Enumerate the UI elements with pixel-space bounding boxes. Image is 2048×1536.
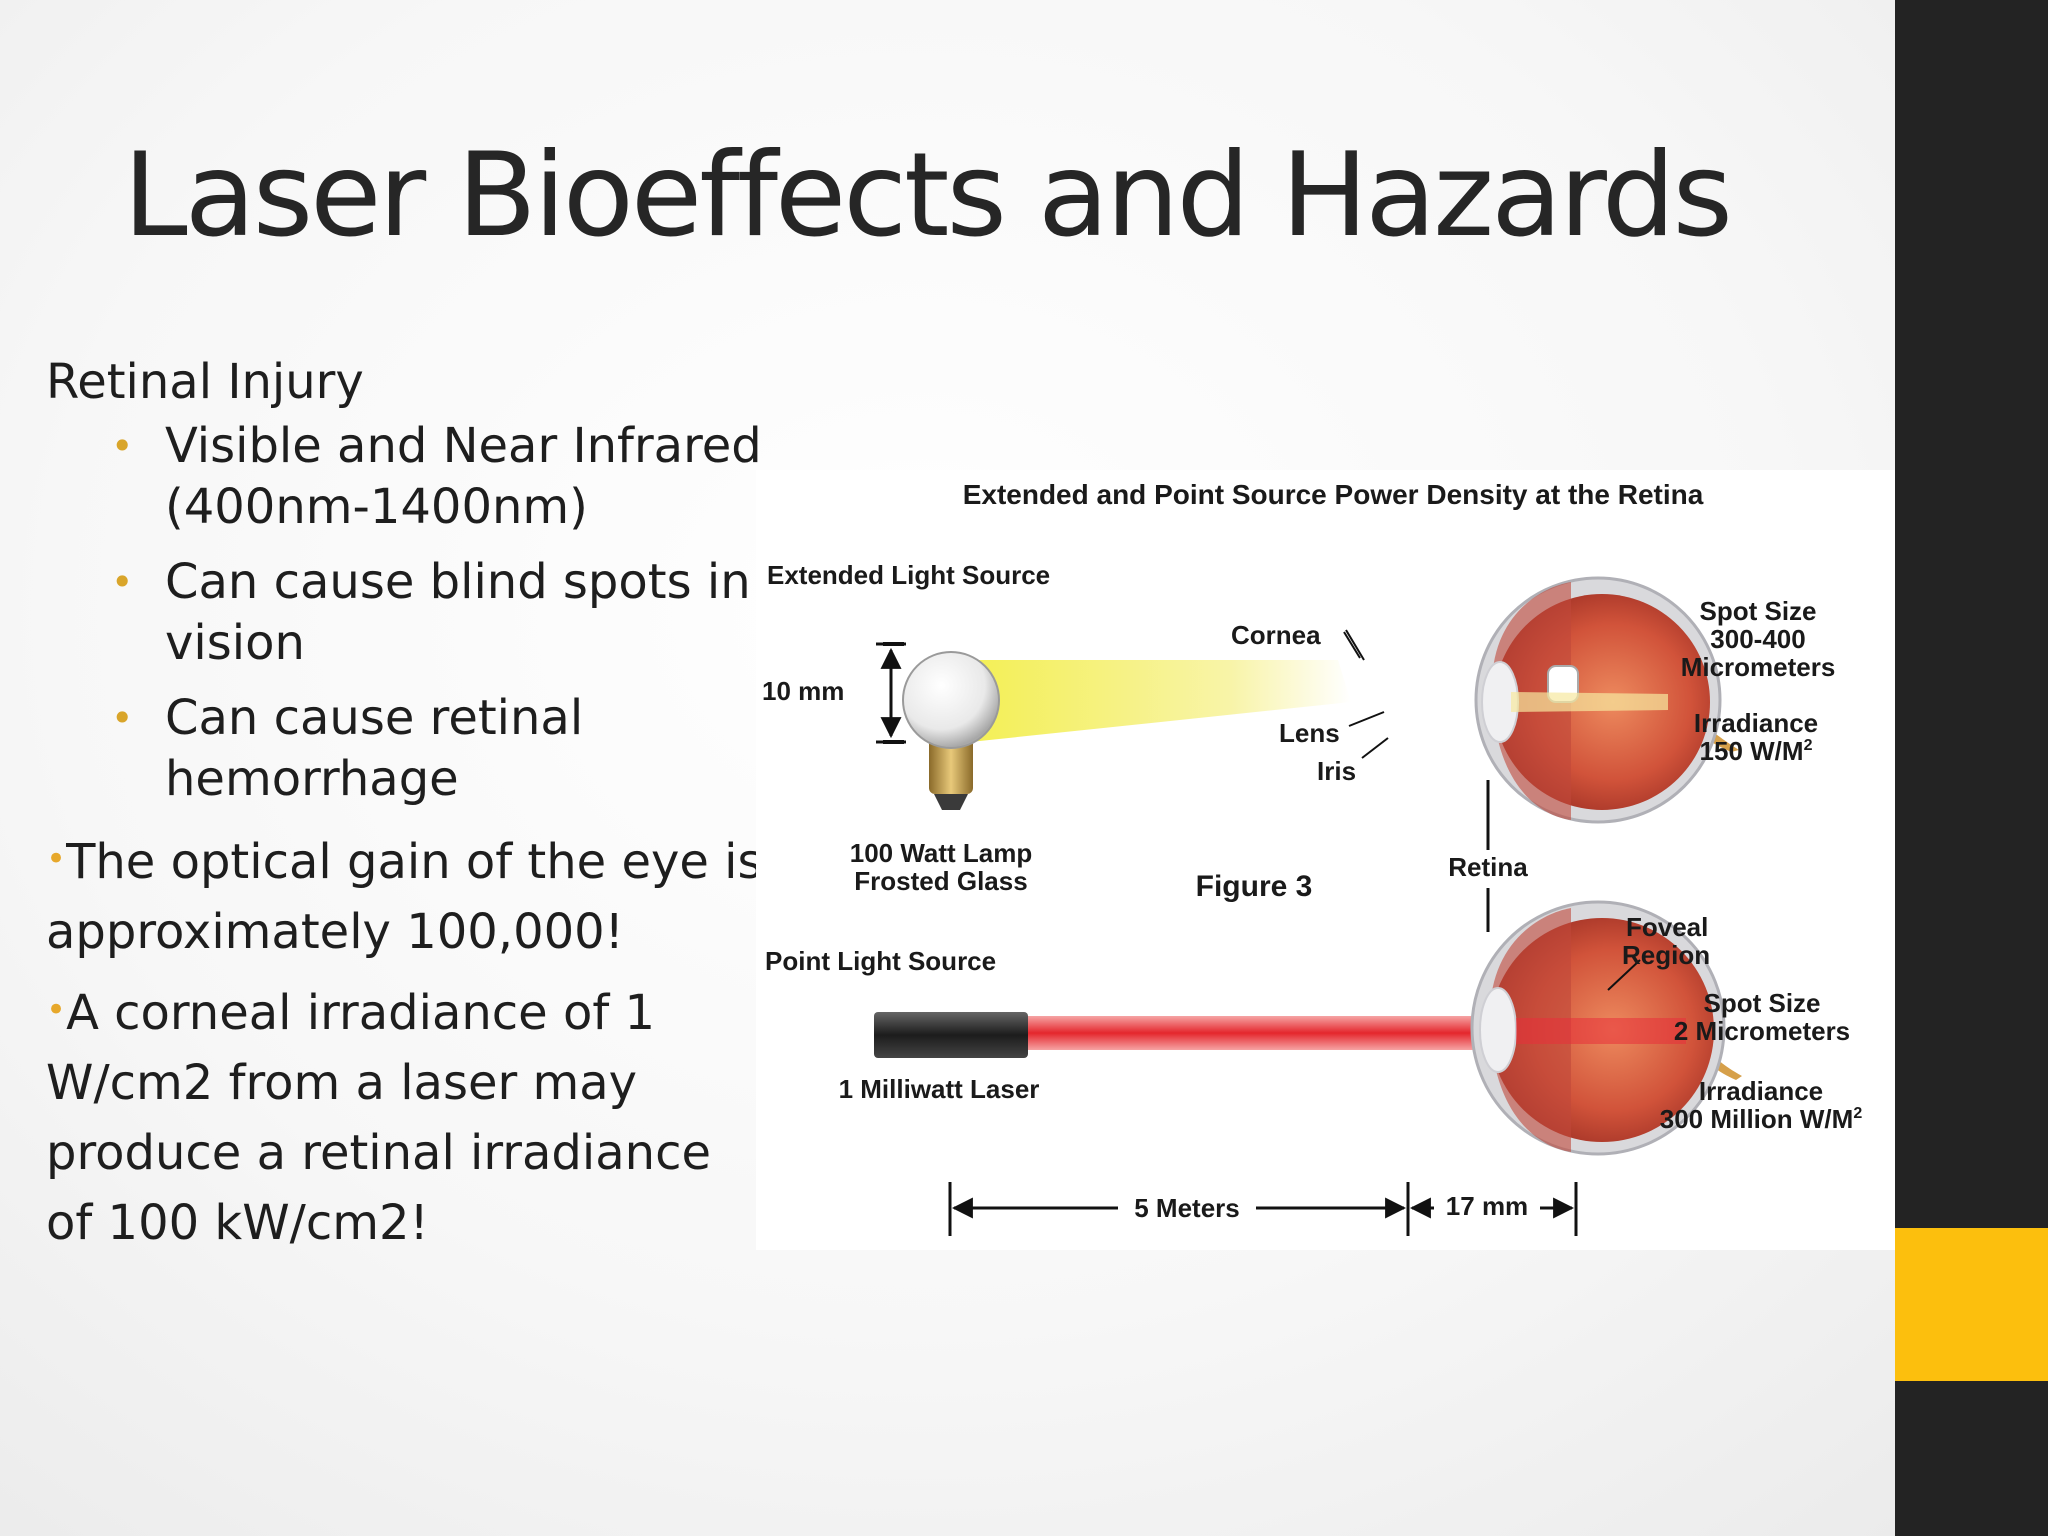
extended-source-label: Extended Light Source	[767, 560, 1050, 590]
figure-title: Extended and Point Source Power Density …	[963, 479, 1704, 510]
superscript-2: 2	[1804, 737, 1813, 754]
lamp-label-line1: 100 Watt Lamp	[850, 838, 1033, 868]
spot-size-1-line1: Spot Size	[1699, 596, 1816, 626]
bullet-icon: •	[111, 424, 134, 468]
figure-svg: Extended and Point Source Power Density …	[762, 479, 1863, 1236]
sub-bullet-text: Visible and Near Infrared (400nm-1400nm)	[165, 418, 762, 535]
paragraph: •A corneal irradiance of 1 W/cm2 from a …	[46, 975, 766, 1258]
sidebar-accent-block	[1895, 1228, 2048, 1381]
irradiance-2-line2: 300 Million W/M2	[1660, 1104, 1863, 1134]
paragraph-text: The optical gain of the eye is approxima…	[46, 834, 763, 960]
laser-beam	[1027, 1016, 1547, 1050]
sub-bullet-text: Can cause retinal hemorrhage	[165, 690, 584, 807]
foveal-region-line2: Region	[1622, 940, 1710, 970]
iris-label: Iris	[1317, 756, 1356, 786]
retina-power-density-figure: Extended and Point Source Power Density …	[756, 470, 1895, 1250]
spot-size-1-line3: Micrometers	[1681, 652, 1836, 682]
slide-body: Retinal Injury • Visible and Near Infrar…	[46, 350, 766, 1266]
foveal-region-line1: Foveal	[1626, 912, 1708, 942]
distance-label: 5 Meters	[1134, 1193, 1240, 1223]
paragraph-text: A corneal irradiance of 1 W/cm2 from a l…	[46, 985, 711, 1251]
sub-bullet-text: Can cause blind spots in vision	[165, 554, 751, 671]
bullet-icon: •	[111, 696, 134, 740]
cornea-label: Cornea	[1231, 620, 1321, 650]
figure-caption: Figure 3	[1196, 870, 1313, 903]
laser-device-icon	[874, 1012, 1028, 1058]
eye-diagram-top	[1474, 576, 1739, 824]
eye-length-label: 17 mm	[1446, 1191, 1528, 1221]
laser-label: 1 Milliwatt Laser	[839, 1074, 1040, 1104]
extended-light-beam	[951, 660, 1351, 744]
spot-size-2-line2: 2 Micrometers	[1674, 1016, 1850, 1046]
slide-title: Laser Bioeffects and Hazards	[123, 128, 1733, 263]
spot-size-2-line1: Spot Size	[1703, 988, 1820, 1018]
sub-bullet: • Can cause blind spots in vision	[46, 552, 766, 674]
sub-bullet: • Visible and Near Infrared (400nm-1400n…	[46, 416, 766, 538]
spot-size-1-line2: 300-400	[1710, 624, 1805, 654]
irradiance-1-value: 150 W/M	[1700, 736, 1804, 766]
lamp-size-label: 10 mm	[762, 676, 844, 706]
lamp-label-line2: Frosted Glass	[854, 866, 1027, 896]
irradiance-2-line1: Irradiance	[1699, 1076, 1823, 1106]
section-heading: Retinal Injury	[46, 354, 364, 410]
sub-bullet: • Can cause retinal hemorrhage	[46, 688, 766, 810]
lamp-icon	[902, 651, 1000, 810]
eye-diagram-bottom	[1470, 900, 1742, 1156]
bullet-icon: •	[46, 990, 67, 1030]
irradiance-2-value: 300 Million W/M	[1660, 1104, 1854, 1134]
bullet-icon: •	[46, 839, 67, 879]
retina-label: Retina	[1448, 852, 1528, 882]
bullet-icon: •	[111, 560, 134, 604]
paragraph: •The optical gain of the eye is approxim…	[46, 824, 766, 967]
irradiance-1-line2: 150 W/M2	[1700, 736, 1813, 766]
point-source-label: Point Light Source	[765, 946, 996, 976]
superscript-2: 2	[1853, 1105, 1862, 1122]
lens-label: Lens	[1279, 718, 1340, 748]
irradiance-1-line1: Irradiance	[1694, 708, 1818, 738]
